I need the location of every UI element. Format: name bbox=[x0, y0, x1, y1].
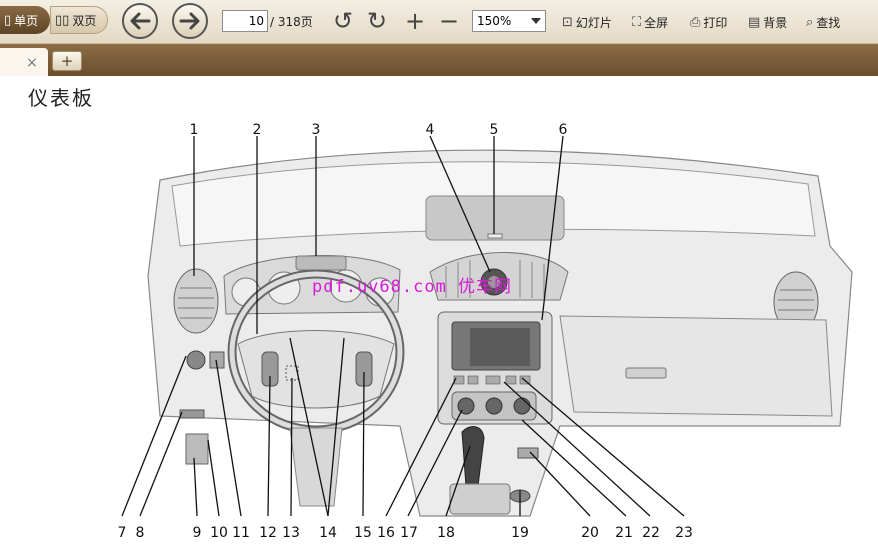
callout-12: 12 bbox=[259, 525, 277, 541]
rotate-left-icon: ↺ bbox=[332, 7, 354, 35]
callout-22: 22 bbox=[642, 525, 660, 541]
callout-4: 4 bbox=[426, 122, 435, 138]
print-label: 打印 bbox=[703, 15, 728, 30]
callout-19: 19 bbox=[511, 525, 529, 541]
rotate-right-icon: ↻ bbox=[366, 7, 388, 35]
next-page-button[interactable] bbox=[172, 3, 208, 39]
fullscreen-button[interactable]: ⛶ 全屏 bbox=[632, 13, 668, 31]
document-page: 仪表板 bbox=[0, 76, 878, 556]
callout-3: 3 bbox=[312, 122, 321, 138]
plus-icon: + bbox=[404, 7, 426, 35]
search-button[interactable]: ⌕ 查找 bbox=[806, 13, 840, 31]
single-page-button[interactable]: ▯ 单页 bbox=[0, 6, 50, 34]
previous-page-button[interactable] bbox=[122, 3, 158, 39]
callout-2: 2 bbox=[253, 122, 262, 138]
callout-15: 15 bbox=[354, 525, 372, 541]
zoom-value: 150% bbox=[477, 14, 512, 28]
callout-5: 5 bbox=[490, 122, 499, 138]
search-icon: ⌕ bbox=[806, 14, 814, 30]
arrow-left-icon bbox=[130, 12, 151, 30]
single-page-label: 单页 bbox=[14, 13, 39, 28]
arrow-right-icon bbox=[179, 12, 200, 30]
dashboard-illustration: 1 2 3 4 5 6 7 8 9 10 11 12 13 14 15 16 1… bbox=[118, 122, 853, 541]
double-page-button[interactable]: ▯▯ 双页 bbox=[50, 6, 108, 34]
slideshow-icon: ⊡ bbox=[562, 14, 573, 30]
search-label: 查找 bbox=[816, 15, 841, 30]
toolbar: ▯ 单页 ▯▯ 双页 / 318页 ↺ ↻ + − 150% ⊡ 幻灯片 ⛶ 全… bbox=[0, 0, 878, 44]
plus-icon: + bbox=[60, 52, 74, 70]
callout-14: 14 bbox=[319, 525, 337, 541]
fullscreen-icon: ⛶ bbox=[632, 14, 642, 30]
callout-17: 17 bbox=[400, 525, 418, 541]
double-page-label: 双页 bbox=[72, 13, 97, 28]
callout-11: 11 bbox=[232, 525, 250, 541]
callout-6: 6 bbox=[559, 122, 568, 138]
callout-9: 9 bbox=[193, 525, 202, 541]
page-number-input[interactable] bbox=[222, 10, 268, 32]
minus-icon: − bbox=[438, 7, 460, 35]
single-page-icon: ▯ bbox=[4, 12, 12, 28]
callout-10: 10 bbox=[210, 525, 228, 541]
print-button[interactable]: ⎙ 打印 bbox=[690, 13, 727, 31]
rotate-right-button[interactable]: ↻ bbox=[364, 7, 390, 35]
zoom-select[interactable]: 150% bbox=[472, 10, 546, 32]
rotate-left-button[interactable]: ↺ bbox=[330, 7, 356, 35]
printer-icon: ⎙ bbox=[690, 14, 701, 30]
background-button[interactable]: ▤ 背景 bbox=[748, 13, 787, 31]
watermark-text: pdf.uv68.com 优车网 bbox=[312, 277, 513, 297]
chevron-down-icon bbox=[531, 18, 541, 24]
page-total-label: / 318页 bbox=[270, 15, 313, 29]
background-icon: ▤ bbox=[748, 14, 761, 30]
callout-8: 8 bbox=[136, 525, 145, 541]
slideshow-button[interactable]: ⊡ 幻灯片 bbox=[562, 13, 612, 31]
double-page-icon: ▯▯ bbox=[55, 12, 70, 28]
callout-21: 21 bbox=[615, 525, 633, 541]
callout-1: 1 bbox=[190, 122, 199, 138]
callout-18: 18 bbox=[437, 525, 455, 541]
callout-13: 13 bbox=[282, 525, 300, 541]
callout-23: 23 bbox=[675, 525, 693, 541]
new-tab-button[interactable]: + bbox=[52, 51, 82, 71]
callout-20: 20 bbox=[581, 525, 599, 541]
close-icon[interactable]: × bbox=[26, 55, 38, 71]
tab-bar: × + bbox=[0, 44, 878, 76]
background-label: 背景 bbox=[763, 15, 788, 30]
slideshow-label: 幻灯片 bbox=[575, 15, 612, 30]
document-tab[interactable]: × bbox=[0, 48, 48, 76]
fullscreen-label: 全屏 bbox=[644, 15, 669, 30]
callout-7: 7 bbox=[118, 525, 127, 541]
page-title: 仪表板 bbox=[28, 86, 94, 110]
callout-16: 16 bbox=[377, 525, 395, 541]
zoom-in-button[interactable]: + bbox=[402, 7, 428, 35]
zoom-out-button[interactable]: − bbox=[436, 7, 462, 35]
